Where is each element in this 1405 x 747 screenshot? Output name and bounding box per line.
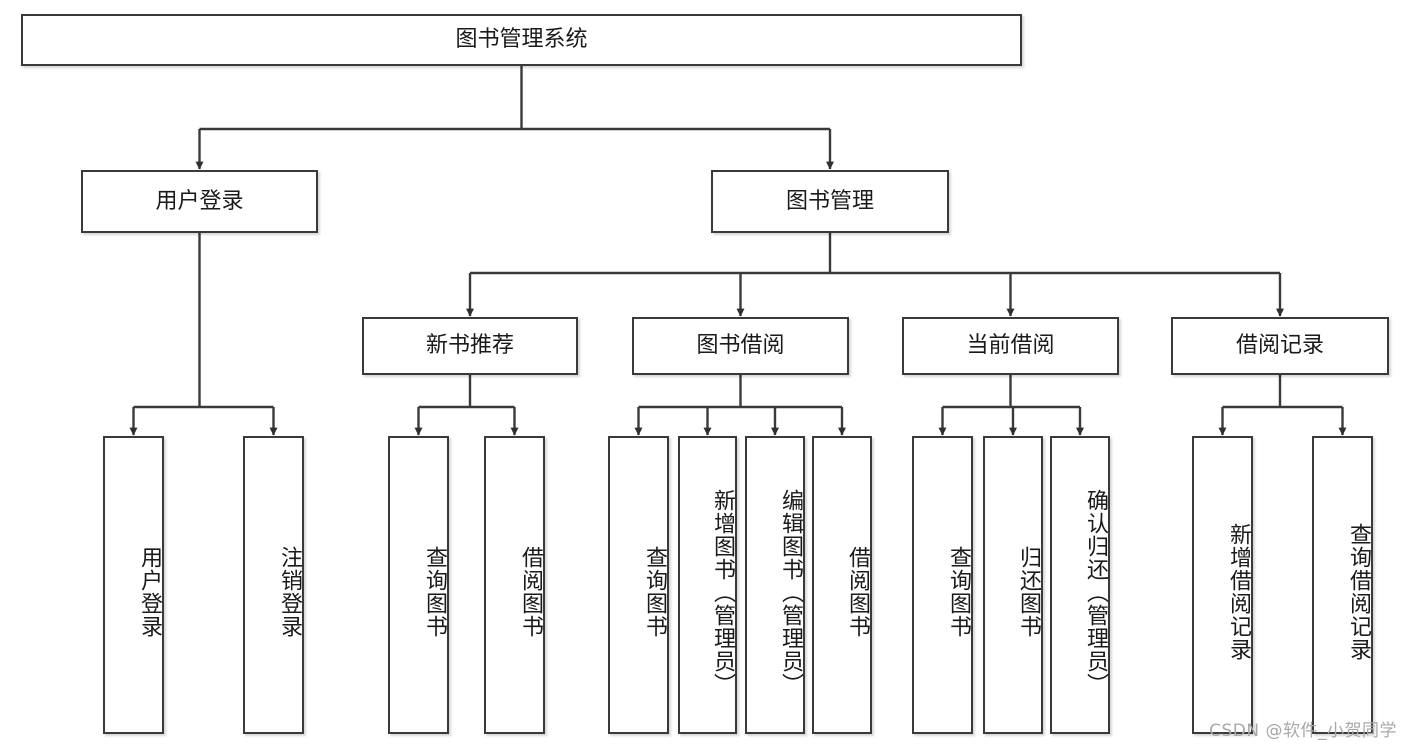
node-b-edit[interactable]: 编辑图书（管理员） [745,436,805,734]
node-b-add[interactable]: 新增图书（管理员） [678,436,737,734]
node-newbooks[interactable]: 新书推荐 [362,317,578,375]
node-label: 新书推荐 [425,333,514,359]
node-label: 借阅图书 [518,546,543,638]
node-label: 新增借阅记录 [1226,523,1251,661]
node-borrow[interactable]: 图书借阅 [632,317,849,375]
node-r-add[interactable]: 新增借阅记录 [1192,436,1253,734]
node-label: 注销登录 [277,546,302,638]
node-current[interactable]: 当前借阅 [902,317,1119,375]
node-label: 当前借阅 [966,333,1055,359]
node-label: 新增图书（管理员） [710,488,735,696]
node-label: 图书管理系统 [455,27,588,53]
node-login[interactable]: 用户登录 [81,170,318,233]
node-l-logout[interactable]: 注销登录 [243,436,304,734]
node-root[interactable]: 图书管理系统 [21,14,1022,66]
node-r-query[interactable]: 查询借阅记录 [1312,436,1373,734]
node-label: 图书借阅 [696,333,785,359]
node-label: 借阅记录 [1235,333,1324,359]
node-n-borrow[interactable]: 借阅图书 [484,436,545,734]
node-records[interactable]: 借阅记录 [1171,317,1389,375]
node-label: 确认归还（管理员） [1083,488,1108,696]
node-label: 查询图书 [642,546,667,638]
node-b-borrow[interactable]: 借阅图书 [812,436,872,734]
node-n-query[interactable]: 查询图书 [388,436,449,734]
node-bookmgmt[interactable]: 图书管理 [711,170,949,233]
node-label: 借阅图书 [845,546,870,638]
node-b-query[interactable]: 查询图书 [608,436,669,734]
node-c-return[interactable]: 归还图书 [983,436,1043,734]
node-label: 编辑图书（管理员） [778,488,803,696]
edge-layer [129,66,1347,436]
node-label: 用户登录 [155,188,244,214]
node-l-login[interactable]: 用户登录 [103,436,164,734]
node-label: 用户登录 [137,546,162,638]
node-c-confirm[interactable]: 确认归还（管理员） [1050,436,1110,734]
node-label: 归还图书 [1016,546,1041,638]
node-label: 查询图书 [946,546,971,638]
node-label: 查询借阅记录 [1346,523,1371,661]
node-c-query[interactable]: 查询图书 [912,436,973,734]
node-label: 图书管理 [785,188,874,214]
node-label: 查询图书 [422,546,447,638]
